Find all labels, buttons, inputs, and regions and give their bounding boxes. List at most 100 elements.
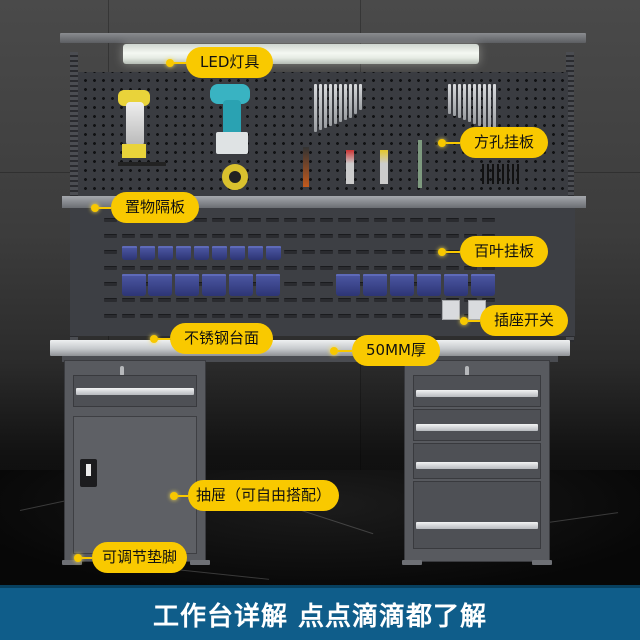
louver-slot [320,218,333,222]
footer-banner: 工作台详解 点点滴滴都了解 [0,588,640,640]
drill-yellow-grip [126,102,144,146]
louver-slot [140,298,153,302]
louver-slot [212,314,225,318]
storage-bin [202,274,226,296]
louver-slot [194,314,207,318]
louver-slot [122,266,135,270]
callout-drawers: 抽屉（可自由搭配） [170,480,340,511]
louver-slot [194,218,207,222]
louver-slot [320,234,333,238]
label-storage-shelf: 置物隔板 [111,192,200,223]
louver-slot [428,234,441,238]
louver-slot [482,218,495,222]
louver-slot [428,218,441,222]
louver-slot [194,298,207,302]
louver-slot [464,282,477,286]
louver-slot [338,266,351,270]
top-canopy [60,33,586,43]
label-adjustable-feet: 可调节垫脚 [92,542,188,573]
left-drawer[interactable] [73,375,197,407]
adjustable-foot [532,560,552,565]
louver-slot [230,266,243,270]
label-drawers: 抽屉（可自由搭配） [188,480,340,511]
louver-slot [284,298,297,302]
louver-slot [464,218,477,222]
right-drawer-1[interactable] [413,375,541,407]
louver-slot [374,250,387,254]
louver-slot [122,234,135,238]
louver-slot [248,314,261,318]
drill-teal-grip [223,100,241,136]
louver-slot [140,282,153,286]
storage-bin [175,274,199,296]
louver-slot [158,234,171,238]
louver-slot [212,266,225,270]
workbench-scene: LED灯具 方孔挂板 置物隔板 百叶挂板 插座开关 不锈钢台面 50MM厚 抽屉… [0,0,640,585]
louver-slot [266,298,279,302]
wrench-set-left-icon [314,84,362,132]
louver-slot [122,314,135,318]
louver-slot [374,218,387,222]
callout-led-light: LED灯具 [166,47,274,78]
louver-slot [194,234,207,238]
callout-socket-switch: 插座开关 [460,305,569,336]
louver-slot [104,250,117,254]
louver-slot [194,266,207,270]
louver-slot [104,218,117,222]
louver-slot [284,282,297,286]
louver-slot [428,250,441,254]
louver-slot [356,282,369,286]
louver-slot [302,314,315,318]
louver-slot [158,314,171,318]
label-stainless-countertop: 不锈钢台面 [170,323,274,354]
louver-slot [104,234,117,238]
callout-storage-shelf: 置物隔板 [91,192,200,223]
louver-slot [284,218,297,222]
drill-yellow-battery [122,144,146,158]
louver-slot [482,298,495,302]
louver-slot [266,266,279,270]
drawer-handle[interactable] [76,388,194,395]
louver-slot [248,234,261,238]
storage-bin [148,274,172,296]
louver-slot [122,298,135,302]
louver-slot [212,298,225,302]
louver-slot [428,298,441,302]
door-lock-icon[interactable] [80,459,97,487]
louver-slot [176,234,189,238]
louver-slot [356,234,369,238]
louver-slot [212,234,225,238]
louver-slot [410,218,423,222]
louver-slot [266,314,279,318]
louver-slot [302,234,315,238]
wrench-set-right-icon [448,84,496,132]
left-cabinet [64,360,206,562]
right-drawer-3[interactable] [413,443,541,479]
power-socket[interactable] [442,300,460,320]
louver-slot [392,266,405,270]
louver-slot [212,218,225,222]
callout-louvered-panel: 百叶挂板 [438,236,549,267]
louver-slot [248,298,261,302]
storage-bin [363,274,387,296]
storage-bin [122,274,146,296]
adjustable-foot [190,560,210,565]
louver-slot [302,282,315,286]
louver-slot [392,218,405,222]
right-drawer-4[interactable] [413,481,541,549]
hex-key-yellow-icon [380,150,388,184]
louver-slot [356,250,369,254]
louver-slot [338,298,351,302]
louver-slot [392,250,405,254]
storage-bin [336,274,360,296]
right-drawer-2[interactable] [413,409,541,441]
louver-slot [230,314,243,318]
hex-key-red-icon [346,150,354,184]
storage-bin [256,274,280,296]
right-cabinet [404,360,550,562]
callout-pegboard: 方孔挂板 [438,127,549,158]
callout-thickness: 50MM厚 [330,335,440,366]
callout-adjustable-feet: 可调节垫脚 [74,542,188,573]
label-led-light: LED灯具 [186,47,274,78]
label-louvered-panel: 百叶挂板 [460,236,549,267]
